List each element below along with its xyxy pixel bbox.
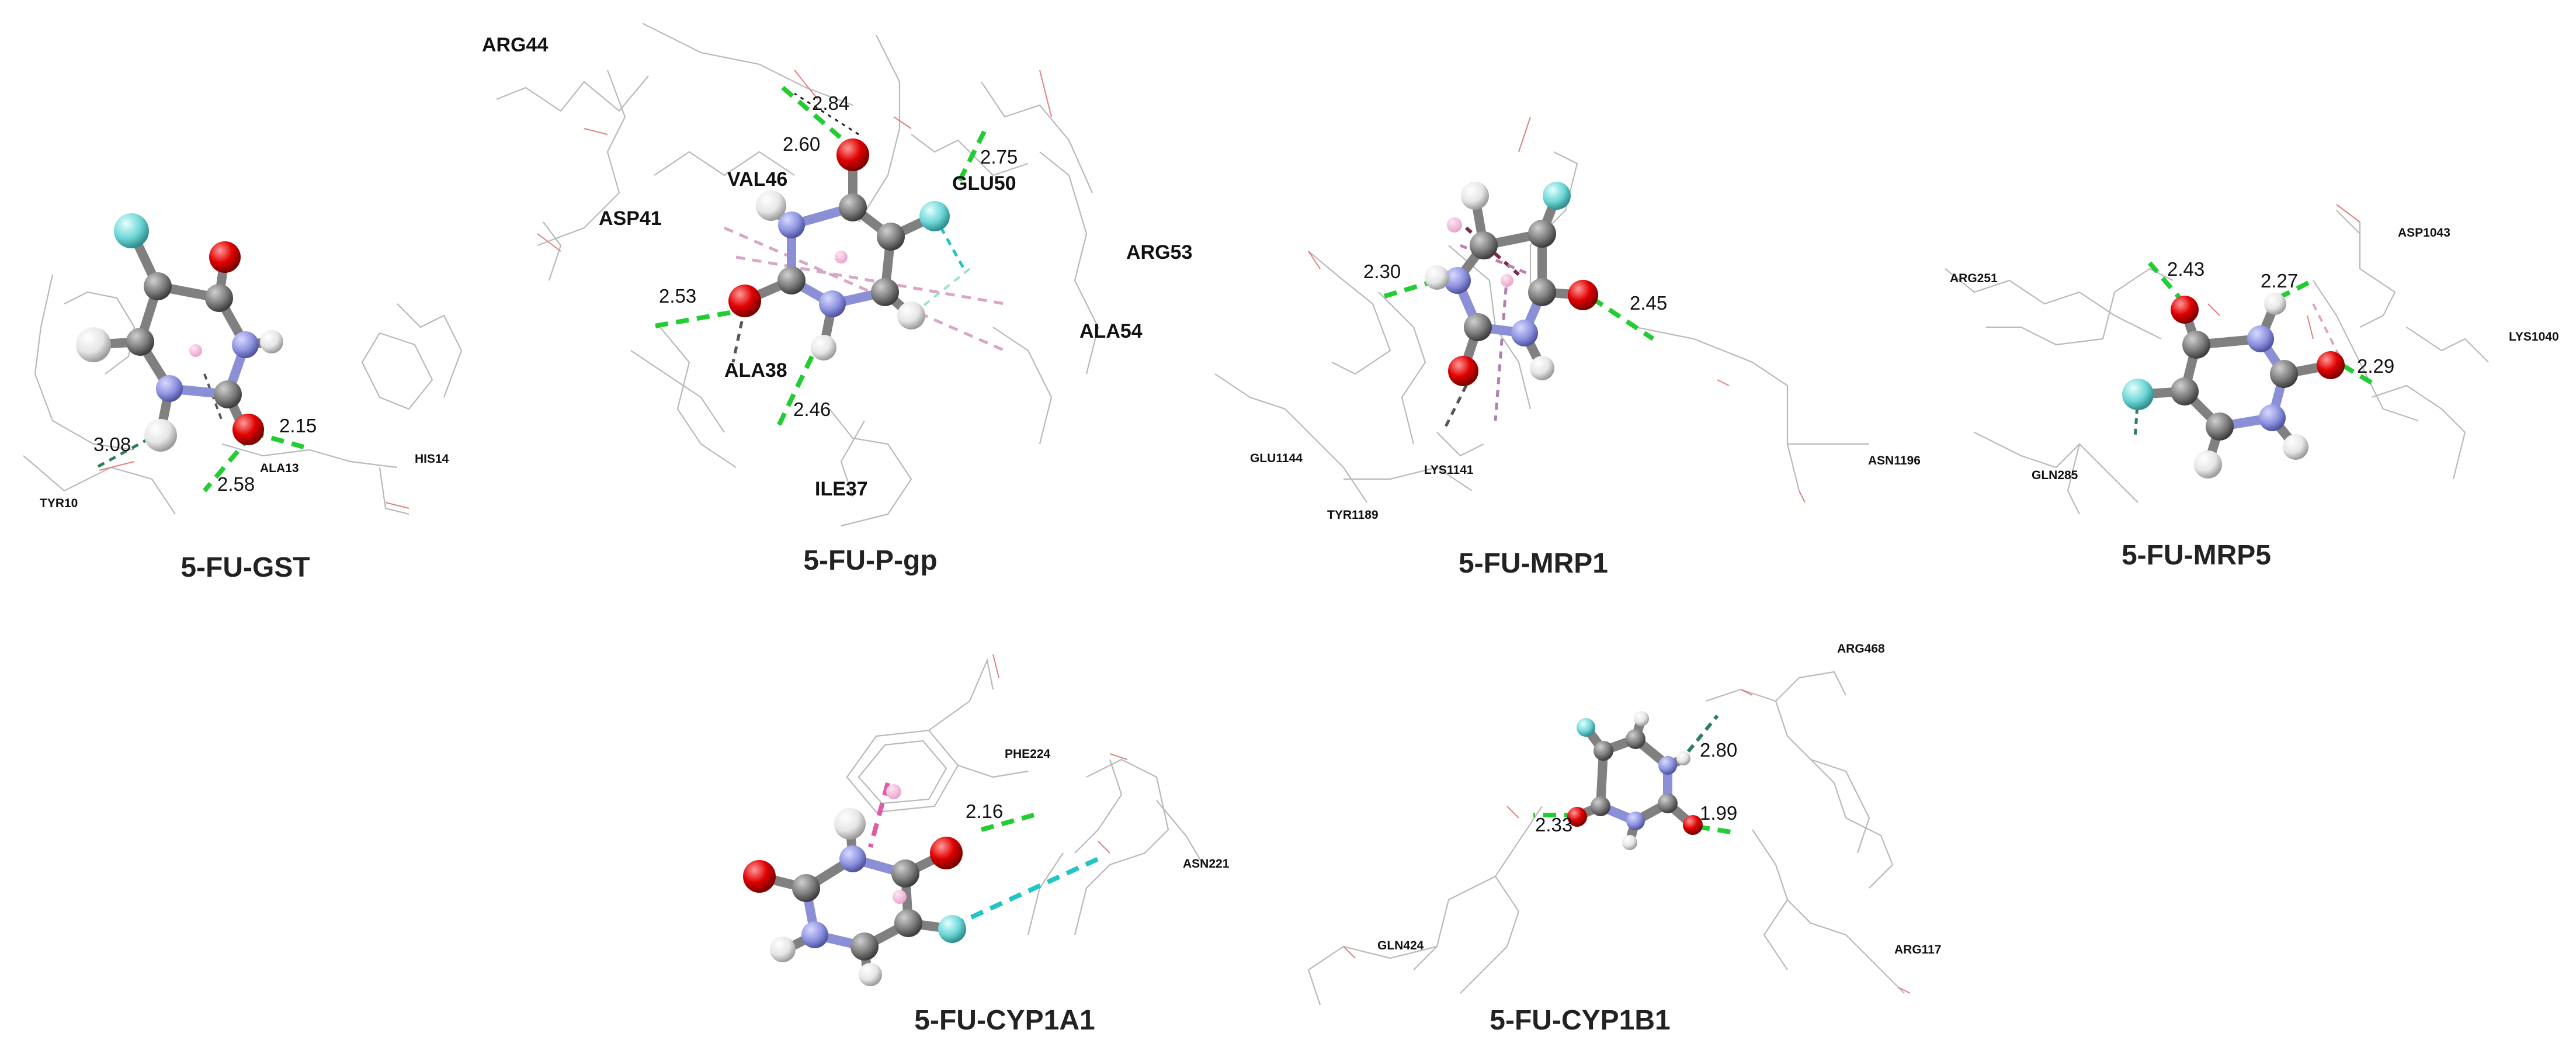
distance-label: 2.45: [1630, 292, 1667, 314]
distance-label: 2.80: [1700, 739, 1737, 761]
panel-title: 5-FU-P-gp: [803, 545, 937, 576]
distance-label: 2.58: [217, 473, 255, 495]
residue-label: TYR10: [40, 497, 78, 510]
panel-title: 5-FU-MRP1: [1459, 548, 1608, 579]
interactions: [868, 782, 1099, 928]
panel-title: 5-FU-MRP5: [2122, 540, 2271, 571]
distance-label: 2.84: [812, 92, 849, 114]
ligand-5fu: [1425, 182, 1598, 386]
panel-title: 5-FU-CYP1A1: [914, 1005, 1095, 1036]
panel-gst: TYR10 ALA13 HIS14 3.08 2.58 2.15 5-FU-GS…: [23, 213, 463, 583]
residue-label: GLN424: [1377, 939, 1424, 952]
distance-label: 2.46: [793, 398, 831, 420]
distance-label: 2.53: [659, 285, 696, 307]
protein-wireframe: [23, 274, 463, 515]
distance-label: 1.99: [1700, 802, 1737, 824]
panel-mrp5: ASP1043 ARG251 LYS1040 GLN285 2.43 2.27 …: [1945, 204, 2559, 571]
residue-label: ILE37: [815, 478, 868, 500]
panel-title: 5-FU-CYP1B1: [1490, 1005, 1670, 1036]
panel-pgp: ARG44 ASP41 VAL46 GLU50 ARG53 ALA54 ALA3…: [482, 23, 1192, 576]
residue-label: LYS1040: [2509, 330, 2559, 344]
residue-label: ARG53: [1126, 241, 1192, 264]
residue-label: GLN285: [2032, 469, 2078, 482]
ligand-5fu: [2122, 293, 2345, 479]
distance-label: 2.33: [1535, 814, 1572, 835]
residue-label: HIS14: [415, 452, 449, 466]
distance-label: 2.15: [279, 415, 317, 436]
ligand-5fu: [76, 213, 283, 452]
residue-label: ALA13: [260, 462, 299, 475]
residue-label: ASP41: [599, 207, 662, 230]
protein-wireframe: [846, 654, 1204, 935]
residue-label: PHE224: [1005, 747, 1051, 761]
distance-label: 2.75: [980, 146, 1018, 168]
ligand-5fu: [743, 784, 966, 986]
panel-cyp1a1: PHE224 ASN221 2.16 5-FU-CYP1A1: [743, 654, 1230, 1036]
residue-label: TYR1189: [1327, 508, 1379, 522]
residue-label: VAL46: [727, 168, 787, 190]
residue-label: GLU50: [952, 172, 1016, 195]
panel-title: 5-FU-GST: [180, 552, 310, 583]
residue-label: ARG468: [1837, 642, 1885, 656]
protein-wireframe: [1945, 204, 2489, 515]
distance-label: 2.16: [966, 800, 1003, 822]
distance-label: 2.29: [2357, 355, 2394, 377]
distance-label: 2.43: [2167, 258, 2204, 280]
residue-label: ALA54: [1079, 320, 1143, 342]
distance-label: 3.08: [93, 434, 131, 455]
distance-label: 2.27: [2261, 270, 2298, 292]
protein-wireframe: [1307, 671, 1911, 1006]
ligand-5fu: [728, 138, 950, 360]
residue-label: ASP1043: [2398, 226, 2450, 240]
residue-label: ASN1196: [1868, 454, 1921, 467]
protein-wireframe: [496, 23, 1099, 527]
panel-cyp1b1: ARG468 GLN424 ARG117 2.80 2.33 1.99 5-FU…: [1307, 642, 1942, 1036]
residue-label: GLU1144: [1250, 452, 1303, 465]
ligand-5fu: [1567, 711, 1703, 850]
distance-label: 2.30: [1363, 261, 1401, 282]
distance-label: 2.60: [783, 133, 820, 155]
interactions: [2133, 261, 2373, 439]
residue-label: ASN221: [1183, 857, 1230, 871]
residue-label: ARG117: [1894, 943, 1942, 956]
interactions: [648, 85, 1006, 431]
residue-label: ARG44: [482, 34, 548, 56]
residue-label: ALA38: [724, 359, 787, 382]
residue-label: LYS1141: [1424, 463, 1474, 477]
protein-wireframe: [1214, 116, 1869, 503]
panel-mrp1: GLU1144 LYS1141 TYR1189 ASN1196 2.30 2.4…: [1214, 116, 1921, 579]
residue-label: ARG251: [1950, 272, 1998, 285]
